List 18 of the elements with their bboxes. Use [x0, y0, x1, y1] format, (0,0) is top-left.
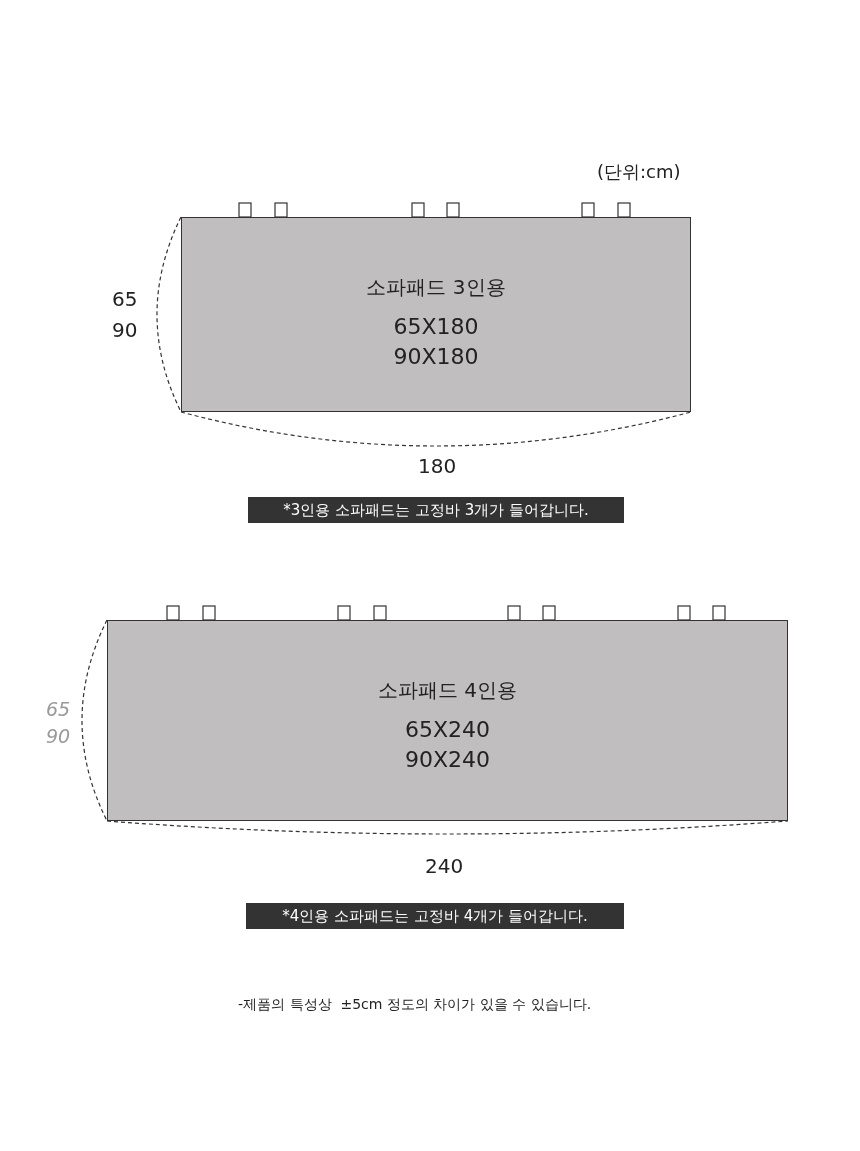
size-text: 90X180	[393, 344, 479, 369]
dimension-label: 90	[46, 725, 71, 747]
sofa-pad	[107, 620, 788, 821]
pad-title: 소파패드 3인용	[366, 274, 506, 301]
note-banner: *4인용 소파패드는 고정바 4개가 들어갑니다.	[246, 903, 624, 929]
sofa-pad	[181, 217, 691, 412]
size-text: 65X180	[393, 314, 479, 339]
pad-title: 소파패드 4인용	[377, 677, 518, 704]
dimension-label: 90	[112, 318, 138, 342]
dimension-label: 240	[425, 854, 464, 878]
note-banner: *3인용 소파패드는 고정바 3개가 들어갑니다.	[248, 497, 624, 523]
footnote: -제품의 특성상 ±5cm 정도의 차이가 있을 수 있습니다.	[238, 996, 592, 1014]
size-text: 65X240	[404, 717, 491, 742]
unit-label: (단위:cm)	[597, 160, 681, 184]
dimension-label: 65	[112, 287, 138, 311]
size-text: 90X240	[404, 747, 491, 772]
dimension-label: 180	[418, 454, 457, 478]
dimension-label: 65	[46, 698, 71, 720]
